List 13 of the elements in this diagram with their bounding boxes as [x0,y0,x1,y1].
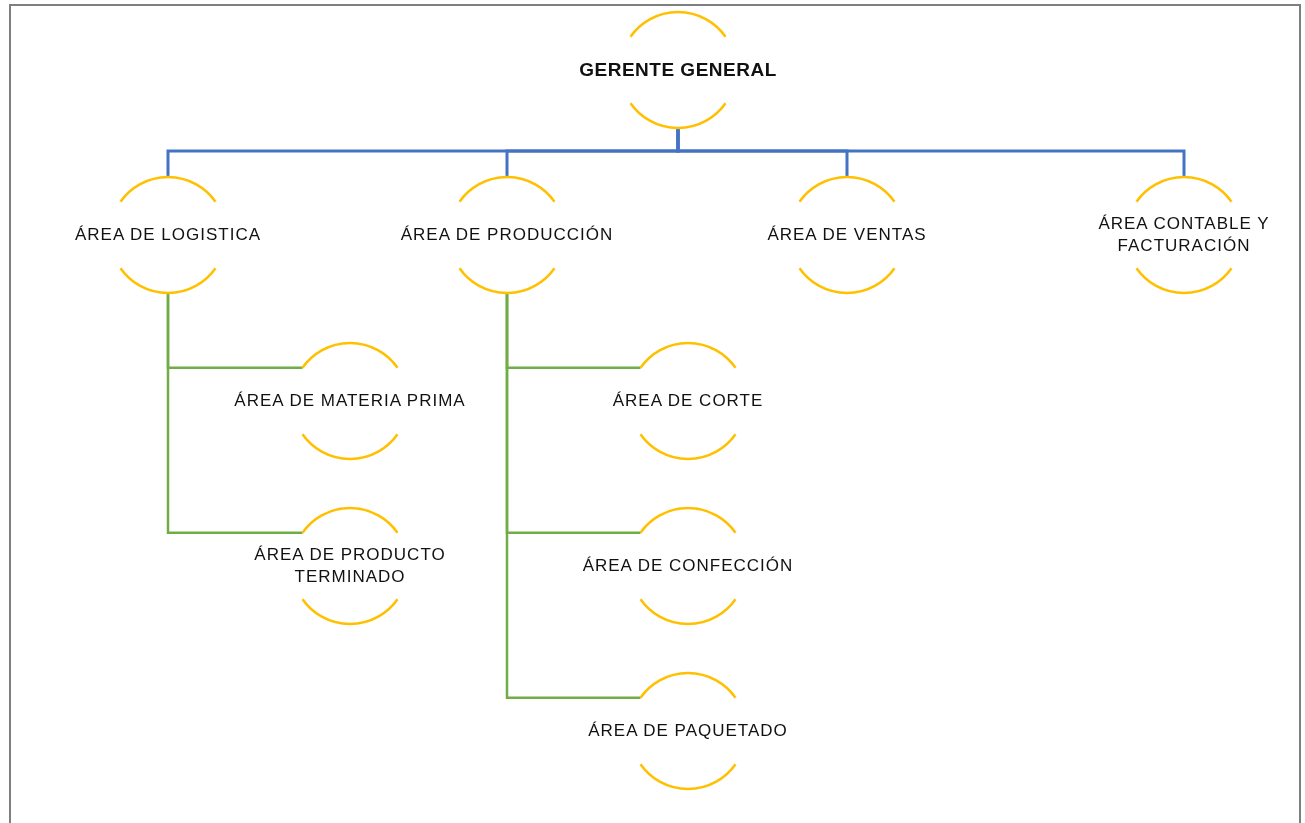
node-label: ÁREA DE CONFECCIÓN [582,554,794,577]
node-label: ÁREA DE CORTE [612,389,764,412]
node-label: ÁREA DE MATERIA PRIMA [234,389,466,412]
connector-line [676,128,1186,177]
node-label: ÁREA DE PRODUCTO TERMINADO [253,543,447,588]
node-label: ÁREA DE VENTAS [767,223,927,246]
connector-line [166,293,303,534]
node-label: ÁREA DE PAQUETADO [588,719,788,742]
node-label: ÁREA CONTABLE Y FACTURACIÓN [1097,212,1271,257]
node-label: ÁREA DE LOGISTICA [74,223,262,246]
connector-line [505,293,641,699]
node-label: ÁREA DE PRODUCCIÓN [400,223,614,246]
node-label: GERENTE GENERAL [579,57,777,82]
